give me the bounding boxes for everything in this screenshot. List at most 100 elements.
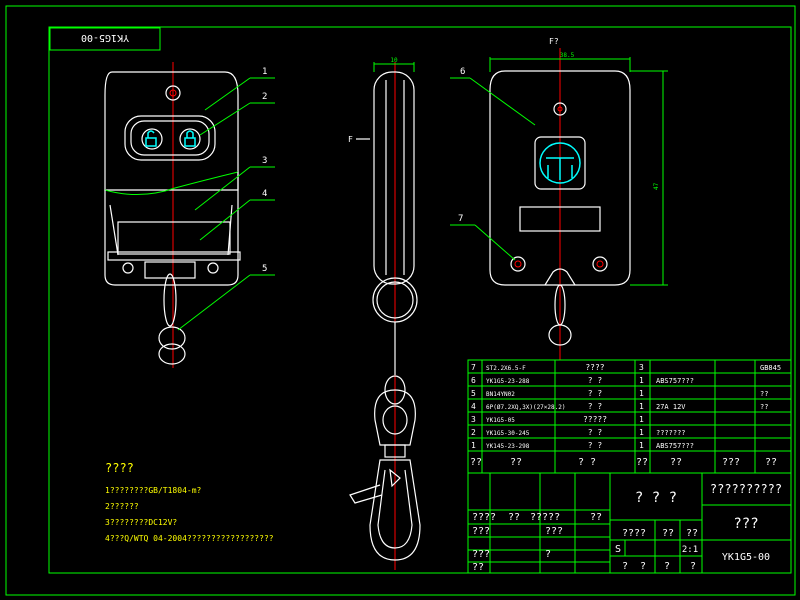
tc-f: ??? [545,526,563,537]
lock-button [179,128,201,150]
bom-cell-material: ABS757??? [656,442,694,450]
bom-cell-name: ? ? [588,402,603,411]
bom-cell-qty: 1 [639,376,644,385]
bom-header-note1: ??? [722,457,740,468]
inner-frame [48,26,792,574]
tc-g: ??? [472,549,490,560]
bom-cell-code: 6P(Ø7.2XQ,3X)(27×28.2) [486,404,565,411]
bom-cell-no: 6 [471,376,476,385]
company-name: ?????????? [710,482,782,496]
drawing-name: ? ? ? [635,490,677,506]
tc-p: ? [690,561,696,572]
bom-cell-qty: 1 [639,415,644,424]
tc-h: ? [545,549,551,560]
ring-slot [144,261,196,279]
note-line-3: 3????????DC12V? [105,518,177,527]
logo-frame [534,136,586,190]
key-ring-1 [158,326,186,350]
tc-m: ? [622,561,628,572]
bom-cell-no: 1 [471,441,476,450]
bom-cell-name: ? ? [588,441,603,450]
screw-top [165,85,181,101]
bom-cell-name: ? ? [588,389,603,398]
bom-cell-code: YK145-23-298 [486,443,530,450]
callout-1: 1 [262,67,267,77]
bom-cell-material: ??????? [656,429,686,437]
callout-5: 5 [262,264,267,274]
label-plate [519,206,601,232]
battery-contact-strip [107,251,241,261]
bom-cell-qty: 1 [639,402,644,411]
callout-4: 4 [262,189,267,199]
key-ring-front [548,324,572,346]
side-view: 10 F [348,57,421,570]
button-panel-outer [124,115,216,161]
tc-e: ??? [472,526,490,537]
bom-cell-code: ST2.2X6.5-F [486,365,526,372]
button-panel-inner [130,120,210,156]
screw-left [122,262,134,274]
note-line-2: 2?????? [105,502,139,511]
bom-header-material: ?? [670,457,682,468]
front-view-open [104,62,241,368]
swivel-body [374,389,416,446]
tc-d: ?? [590,512,602,523]
product-name: ??? [733,516,758,532]
battery-cell [117,221,231,255]
bom-cell-code: BN14YN02 [486,391,515,398]
bom-cell-note: ?? [760,403,768,411]
tc-a: ???? [472,512,496,523]
logo-icon [539,142,581,184]
bom-header-no: ?? [470,457,482,468]
unlock-icon [145,137,157,147]
bom-cell-qty: 1 [639,389,644,398]
top-drawing-number: YK1G5-00 [81,32,129,43]
bom-cell-no: 4 [471,402,476,411]
screw-right [207,262,219,274]
drawing-number: YK1G5-00 [722,552,770,563]
tc-o: ? [664,561,670,572]
bom-header-name: ? ? [578,457,596,468]
snap-hook [369,459,421,561]
outer-border [5,5,796,596]
bom-cell-qty: 1 [639,428,644,437]
front-view-closed: F? 38.5 47 [489,37,668,360]
side-housing [373,71,415,285]
callout-6: 6 [460,67,465,77]
tc-b: ?? [508,512,520,523]
screw-bottom-right [592,256,608,272]
bom-header-note2: ?? [765,457,777,468]
scale: 2:1 [682,545,698,555]
height-dim: 47 [653,182,660,190]
bom-cell-name: ???? [585,363,604,372]
key-ring-2 [158,343,186,365]
bom-cell-code: YK1G5-30-245 [486,430,530,437]
notes-title: ???? [105,461,134,475]
tc-n: ? [640,561,646,572]
bom-cell-name: ? ? [588,428,603,437]
bom-cell-qty: 3 [639,363,644,372]
bom-cell-material: ABS757??? [656,377,694,385]
bom-cell-note: GB845 [760,364,781,372]
key-ring-link [163,273,177,327]
view-label-f-top: F? [549,37,559,46]
bom-cell-note: ?? [760,390,768,398]
thickness-dim: 10 [390,57,398,64]
callout-leaders [177,77,536,331]
housing-lower-outline [104,172,239,286]
swivel-ring [384,375,406,405]
bom-cell-material: 27A 12V [656,403,686,411]
mark: S [615,544,621,555]
note-line-4: 4???Q/WTQ 04-2004?????????????????? [105,534,274,543]
bom-cell-qty: 1 [639,441,644,450]
tc-i: ?? [472,562,484,573]
screw-bottom-left [510,256,526,272]
bom-header-code: ?? [510,457,522,468]
tc-j: ???? [622,528,646,539]
bom-header-qty: ?? [636,457,648,468]
bom-cell-no: 2 [471,428,476,437]
tc-l: ?? [686,528,698,539]
unlock-button [141,128,163,150]
bom-cell-no: 7 [471,363,476,372]
